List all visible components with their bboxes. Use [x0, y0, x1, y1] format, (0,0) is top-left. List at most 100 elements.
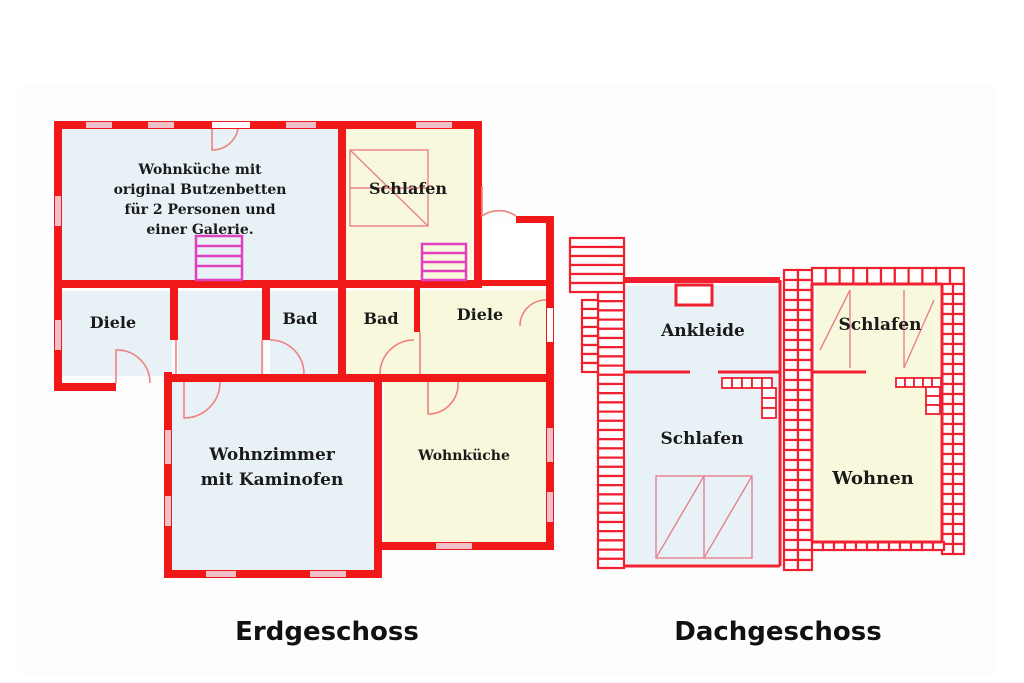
brick — [782, 358, 800, 372]
brick — [951, 512, 966, 526]
brick — [782, 288, 800, 302]
brick — [782, 548, 800, 562]
brick — [796, 498, 814, 512]
wall-left-upper — [54, 121, 62, 391]
brick — [940, 372, 955, 386]
room-vestibule — [482, 222, 546, 284]
windows-ground-floor — [55, 122, 553, 577]
brick — [951, 482, 966, 496]
brick — [951, 282, 966, 296]
brick — [940, 342, 955, 356]
brick — [907, 266, 924, 286]
brick — [796, 408, 814, 422]
brick — [940, 472, 955, 486]
brick — [596, 557, 626, 570]
brick — [782, 368, 800, 382]
brick — [596, 438, 626, 450]
brick — [940, 322, 955, 336]
brick — [951, 382, 966, 396]
bed-schlafen-attic — [655, 475, 753, 559]
brick — [951, 452, 966, 466]
wall-inner-gallery-schlafen — [338, 121, 346, 379]
brick — [796, 428, 814, 442]
room-schlafen-right — [816, 286, 940, 372]
label-wohnkueche: Wohnküche — [417, 448, 510, 464]
brick — [596, 520, 626, 533]
brick — [580, 352, 600, 365]
stair-step — [568, 236, 626, 249]
label-diele-right: Diele — [457, 305, 503, 324]
room-diele-right — [416, 291, 546, 376]
brick — [940, 442, 955, 456]
brick — [796, 278, 814, 292]
brick — [796, 318, 814, 332]
stair-step — [741, 377, 753, 389]
brick — [782, 348, 800, 362]
brick — [951, 352, 966, 366]
room-bad-left — [270, 291, 338, 376]
brick — [951, 392, 966, 406]
brick — [951, 372, 966, 386]
brick — [782, 458, 800, 472]
brick — [782, 558, 800, 572]
brick — [596, 530, 626, 542]
brick — [782, 318, 800, 332]
brick — [596, 401, 626, 413]
door-diele-left — [115, 349, 151, 384]
stair-step — [761, 397, 777, 409]
label-wohnkueche-gallery-1: Wohnküche mit — [137, 162, 262, 178]
stair-gallery — [194, 234, 244, 282]
wall-inner-hall-bad — [262, 288, 270, 340]
stair-step — [925, 386, 941, 397]
room-wohnen — [816, 372, 940, 540]
brick — [580, 334, 600, 347]
brick — [796, 418, 814, 432]
brick — [824, 266, 841, 286]
brick — [796, 338, 814, 352]
brick — [796, 288, 814, 302]
brick — [782, 518, 800, 532]
brick — [796, 268, 814, 282]
brick — [796, 368, 814, 382]
label-wohnzimmer-2: mit Kaminofen — [201, 470, 344, 490]
stair-step — [931, 377, 942, 388]
brick — [596, 447, 626, 459]
brick — [940, 512, 955, 526]
brick — [782, 328, 800, 342]
brick — [580, 325, 600, 338]
brick — [796, 398, 814, 412]
brick — [596, 428, 626, 441]
door-leaves — [175, 332, 421, 374]
brick — [951, 312, 966, 326]
brick — [782, 268, 800, 282]
wall-vestibule-left — [474, 121, 482, 284]
brick — [879, 266, 896, 286]
wall-right-upper — [546, 216, 554, 380]
stair-attic-right — [895, 377, 942, 415]
brick — [796, 328, 814, 342]
stair-step — [721, 377, 733, 389]
door-diele-right — [519, 299, 547, 327]
label-schlafen-left: Schlafen — [661, 429, 744, 449]
brick — [596, 382, 626, 395]
brick — [951, 522, 966, 536]
stair-attic-top — [568, 236, 626, 294]
brick — [951, 492, 966, 506]
doors-ground-floor — [115, 128, 547, 419]
brick — [951, 412, 966, 426]
brick — [940, 432, 955, 446]
brick — [782, 478, 800, 492]
brick — [940, 412, 955, 426]
brick — [596, 548, 626, 560]
brick — [796, 518, 814, 532]
room-schlafen — [346, 128, 472, 280]
brick — [596, 364, 626, 376]
brick — [782, 448, 800, 462]
wall-top — [54, 121, 478, 129]
brick — [796, 538, 814, 552]
brick — [580, 316, 600, 329]
brick — [596, 456, 626, 468]
brick — [596, 511, 626, 524]
brick — [796, 528, 814, 542]
brick — [796, 508, 814, 522]
